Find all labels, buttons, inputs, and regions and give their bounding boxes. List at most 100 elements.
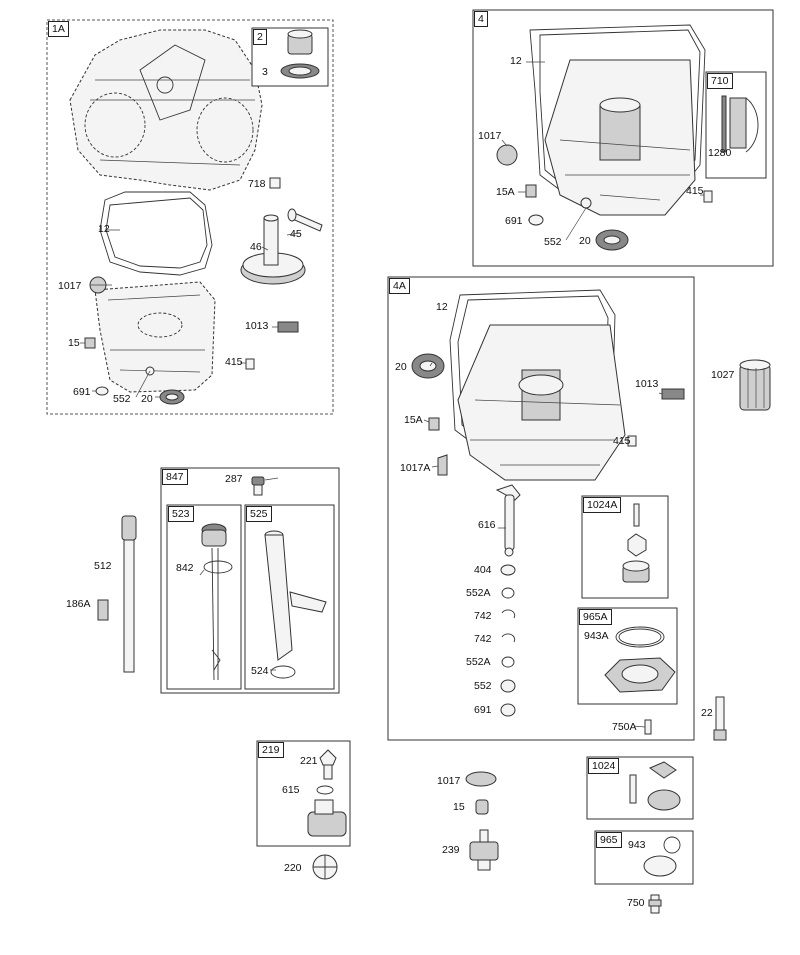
callout-691-4A: 691 [474,704,492,716]
clip-742-a-drawing [501,609,516,619]
group-tag-965: 965 [596,832,622,848]
breather-1017-4-drawing [496,144,518,166]
bolt-22-drawing [713,696,727,741]
callout-287: 287 [225,473,243,485]
plug-415-4-drawing [703,190,713,203]
callout-552A-a: 552A [466,587,491,599]
oring-943A-drawing [615,626,665,648]
pin-221-drawing [319,749,337,780]
callout-221: 221 [300,755,318,767]
camshaft-46-drawing [240,214,306,285]
group-tag-847: 847 [162,469,188,485]
callout-552A-b: 552A [466,656,491,668]
oil-pump-shaft-616-drawing [495,484,521,557]
callout-552-1A: 552 [113,393,131,405]
callout-15-b: 15 [453,801,465,813]
callout-552-4: 552 [544,236,562,248]
ring-552A-a-drawing [501,587,515,599]
callout-45: 45 [290,228,302,240]
callout-750A: 750A [612,721,637,733]
group-1A-box [46,19,334,415]
callout-3: 3 [262,66,268,78]
governor-219-drawing [307,799,347,837]
callout-1017A: 1017A [400,462,431,474]
callout-1017-4: 1017 [478,130,502,142]
crankcase-cover-drawing [69,29,263,191]
callout-943A: 943A [584,630,609,642]
group-219-box [256,740,351,847]
callout-46: 46 [250,241,262,253]
callout-524: 524 [251,665,269,677]
shaft-45-drawing [287,208,323,232]
group-tag-1A: 1A [48,21,69,37]
callout-415-1A: 415 [225,356,243,368]
callout-943: 943 [628,839,646,851]
callout-691-1A: 691 [73,386,91,398]
cover-965A-drawing [604,657,676,693]
callout-742-a: 742 [474,610,492,622]
bushing-drawing [287,29,313,55]
callout-842: 842 [176,562,194,574]
group-tag-525: 525 [246,506,272,522]
callout-1027: 1027 [711,369,735,381]
plug-415-4A-drawing [627,435,637,447]
pump-1024-drawing [629,761,681,811]
breather-1017A-drawing [437,454,448,476]
group-847-box [160,467,340,694]
group-1024-box [586,756,694,820]
group-tag-219: 219 [258,742,284,758]
breather-1017-b-drawing [465,771,497,787]
callout-691-4: 691 [505,215,523,227]
callout-239: 239 [442,844,460,856]
callout-20-1A: 20 [141,393,153,405]
plug-1013-4A-drawing [661,388,685,400]
sensor-239-drawing [469,829,499,871]
dipstick-512-drawing [121,515,137,673]
clip-742-b-drawing [501,633,516,643]
callout-20-4A: 20 [395,361,407,373]
plug-15-b-drawing [475,799,489,815]
plug-15A-4A-drawing [428,417,440,431]
callout-615: 615 [282,784,300,796]
pin-718-drawing [269,177,281,189]
cover-965-drawing [643,836,681,877]
plug-15A-4-drawing [525,184,537,198]
callout-718: 718 [248,178,266,190]
plug-1013-1A-drawing [277,321,299,333]
callout-552-4A: 552 [474,680,492,692]
ring-552-4A-drawing [500,679,516,693]
callout-750: 750 [627,897,645,909]
ring-691-4A-drawing [500,703,516,717]
plug-15-1A-drawing [84,337,96,349]
callout-186A: 186A [66,598,91,610]
sump-4A-drawing [449,289,626,481]
callout-742-b: 742 [474,633,492,645]
pump-rotor-1024A-drawing [622,503,650,583]
dipstick-842-drawing [201,523,233,681]
callout-512: 512 [94,560,112,572]
callout-22: 22 [701,707,713,719]
callout-415-4: 415 [686,185,704,197]
plug-415-1A-drawing [245,358,255,370]
callout-220: 220 [284,862,302,874]
ring-404-drawing [500,564,516,576]
callout-12-4: 12 [510,55,522,67]
callout-12-1A: 12 [98,223,110,235]
tube-186A-drawing [97,599,109,621]
ring-552A-b-drawing [501,656,515,668]
crankcase-1A-drawing [94,281,216,393]
group-4-box [472,9,774,267]
group-tag-1024A: 1024A [583,497,622,513]
callout-1013-1A: 1013 [245,320,269,332]
group-tag-4A: 4A [389,278,410,294]
callout-20-4: 20 [579,235,591,247]
ring-552-4-drawing [580,197,592,209]
callout-15-1A: 15 [68,337,80,349]
callout-1013-4A: 1013 [635,378,659,390]
callout-1280: 1280 [708,147,732,159]
washer-691-4-drawing [528,214,544,226]
group-4A-box [387,276,695,741]
callout-15A-4: 15A [496,186,515,198]
